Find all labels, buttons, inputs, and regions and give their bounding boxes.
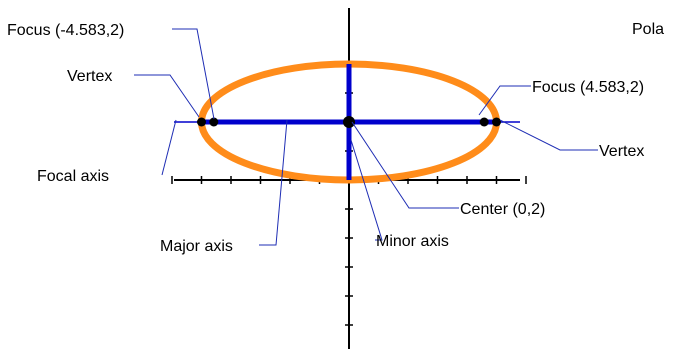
label-minor-axis: Minor axis [376, 233, 449, 250]
title-text: Pola [632, 21, 664, 38]
label-focal-axis: Focal axis [37, 168, 109, 185]
labels: Pola Focus (-4.583,2) Vertex Focal axis … [7, 21, 664, 255]
focus-right-point [479, 117, 489, 127]
center-point [343, 116, 355, 128]
vertex-right-point [492, 117, 501, 127]
leader-focus-right [478, 85, 531, 116]
leader-lines [134, 28, 598, 246]
label-vertex-right: Vertex [599, 143, 644, 160]
label-focus-right: Focus (4.583,2) [532, 79, 644, 96]
vertex-left-point [197, 117, 206, 127]
leader-major-axis [259, 119, 288, 246]
leader-minor-axis [350, 139, 383, 241]
label-vertex-left: Vertex [67, 68, 112, 85]
focus-left-point [209, 117, 219, 127]
leader-focal-axis [161, 119, 177, 176]
label-focus-left: Focus (-4.583,2) [7, 22, 124, 39]
label-center: Center (0,2) [460, 201, 545, 218]
ellipse-points [197, 116, 501, 128]
label-major-axis: Major axis [160, 238, 233, 255]
leader-vertex-left [134, 74, 200, 118]
leader-vertex-right [499, 119, 598, 151]
leader-focus-left [172, 28, 215, 120]
leader-center [351, 121, 459, 209]
